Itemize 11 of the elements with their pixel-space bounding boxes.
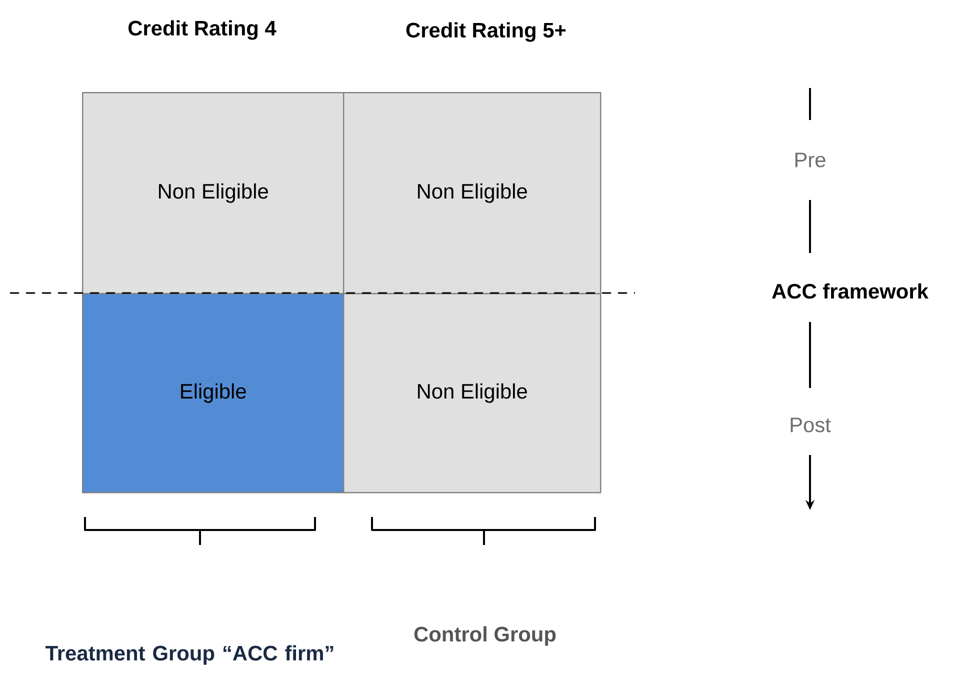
group-label: Control Group	[414, 626, 556, 646]
table-cell: Non Eligible	[343, 293, 602, 494]
axis-label: ACC framework	[772, 283, 928, 299]
column-header: Credit Rating 4	[128, 20, 276, 40]
table-cell: Non Eligible	[343, 92, 602, 294]
phase-label: Pre	[795, 152, 826, 168]
table-cell: Non Eligible	[82, 92, 344, 294]
column-header: Credit Rating 5+	[406, 22, 566, 42]
table-cell: Eligible	[82, 293, 344, 494]
group-label: Treatment Group “ACC firm”	[46, 645, 334, 665]
phase-label: Post	[790, 418, 831, 432]
